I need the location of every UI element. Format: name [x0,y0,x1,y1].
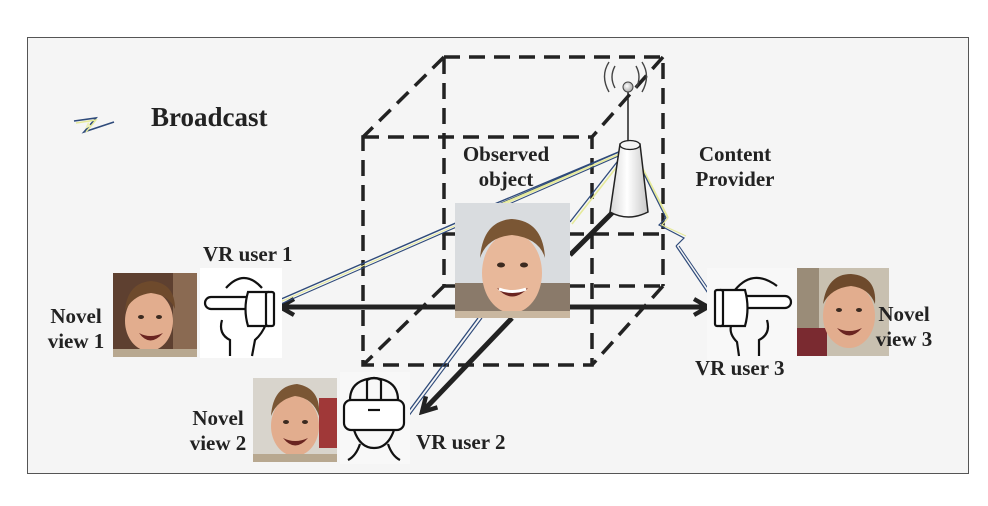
vr-user-1-headset-icon [200,268,282,358]
vr-user-3-label: VR user 3 [695,356,785,380]
vr-user-3-headset-icon [707,268,797,360]
observed-object-image [455,203,570,318]
novel-view-2-label-line1: Novel [192,406,244,430]
novel-view-3-label: Novel view 3 [866,302,942,352]
observed-object-label: Observed object [446,142,566,192]
vr-user-1-label: VR user 1 [203,242,293,266]
observed-object-label-line2: object [478,167,534,191]
content-provider-label-line1: Content [698,142,772,166]
novel-view-2-label-line2: view 2 [189,431,247,455]
legend-broadcast-label: Broadcast [151,102,268,132]
antenna-tower-icon [603,61,649,218]
novel-view-1-label-line1: Novel [50,304,102,328]
lightning-bolt-icon [73,116,115,134]
novel-view-1-label-line2: view 1 [47,329,105,353]
broadcast-to-user-2 [401,317,483,422]
observed-object-label-line1: Observed [462,142,550,166]
novel-view-3-label-line2: view 3 [875,327,933,351]
content-provider-label-line2: Provider [695,167,775,191]
content-provider-label: Content Provider [680,142,790,192]
arrow-object-to-tower [568,208,617,257]
novel-view-3-image [797,268,889,356]
cube-edge [361,55,446,139]
cube-edge [590,284,665,367]
vr-user-2-headset-icon [340,372,410,464]
novel-view-2-label: Novel view 2 [180,406,256,456]
view-arrows [280,208,708,412]
cube-edge [361,284,446,367]
broadcast-links [271,147,719,422]
arrow-to-user-2 [422,316,514,412]
cube-front-face [361,135,594,367]
novel-view-1-image [113,273,197,357]
novel-view-3-label-line1: Novel [878,302,930,326]
novel-view-1-label: Novel view 1 [38,304,114,354]
vr-user-2-label: VR user 2 [416,430,506,454]
novel-view-2-image [253,378,337,462]
